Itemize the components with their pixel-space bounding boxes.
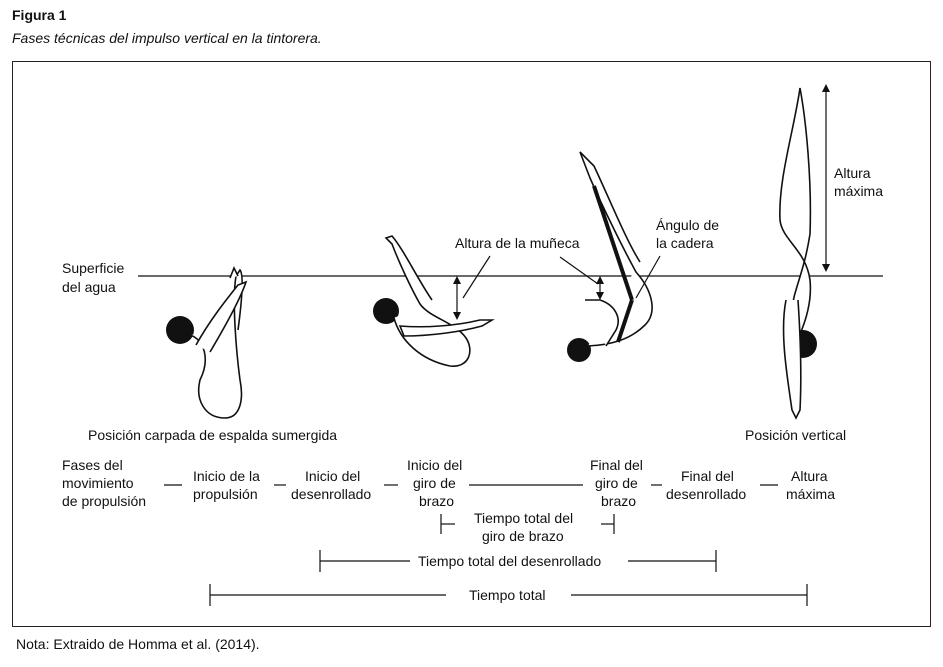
phase-title-2: movimiento	[62, 475, 134, 491]
timespan-unroll: Tiempo total del desenrollado	[319, 550, 717, 572]
max-height-annotation: Altura máxima	[822, 84, 883, 272]
figure-frame	[12, 61, 931, 627]
swimmer-figure-vertical	[779, 87, 817, 420]
wrist-height-label: Altura de la muñeca	[455, 235, 580, 251]
figure-caption: Fases técnicas del impulso vertical en l…	[12, 30, 322, 46]
figure-label: Figura 1	[12, 7, 67, 23]
hip-angle-annotation: Ángulo de la cadera	[559, 217, 719, 300]
total-time-label: Tiempo total	[469, 587, 546, 603]
phase-3-line-2: giro de	[413, 475, 456, 491]
phase-5-line-1: Final del	[681, 468, 734, 484]
max-height-label-1: Altura	[834, 165, 871, 181]
water-surface-label-1: Superficie	[62, 260, 124, 276]
swimmer-figure-arm-rotation	[567, 151, 653, 362]
swimmer-figure-pike	[166, 266, 248, 419]
phase-1-line-1: Inicio de la	[193, 468, 260, 484]
phase-3-line-1: Inicio del	[407, 457, 462, 473]
phase-title-1: Fases del	[62, 457, 123, 473]
phase-labels: Fases del movimiento de propulsión Inici…	[62, 457, 835, 509]
hip-angle-label-2: la cadera	[656, 235, 714, 251]
arm-rotation-time-label-1: Tiempo total del	[474, 510, 573, 526]
wrist-height-annotation: Altura de la muñeca	[453, 235, 580, 320]
vertical-position-label: Posición vertical	[745, 427, 846, 443]
figure-note: Nota: Extraido de Homma et al. (2014).	[16, 636, 260, 652]
arm-rotation-time-label-2: giro de brazo	[482, 528, 564, 544]
max-height-label-2: máxima	[834, 183, 883, 199]
phase-1-line-2: propulsión	[193, 486, 258, 502]
phase-2-line-2: desenrollado	[291, 486, 371, 502]
phase-3-line-3: brazo	[419, 493, 454, 509]
phase-6-line-1: Altura	[791, 468, 828, 484]
water-surface-label-2: del agua	[62, 279, 116, 295]
hip-angle-label-1: Ángulo de	[656, 217, 719, 233]
unroll-time-label: Tiempo total del desenrollado	[418, 553, 601, 569]
phase-4-line-2: giro de	[595, 475, 638, 491]
phase-2-line-1: Inicio del	[305, 468, 360, 484]
phase-title-3: de propulsión	[62, 493, 146, 509]
phase-4-line-1: Final del	[590, 457, 643, 473]
phase-6-line-2: máxima	[786, 486, 835, 502]
phase-5-line-2: desenrollado	[666, 486, 746, 502]
timespan-arm-rotation: Tiempo total del giro de brazo	[440, 510, 615, 544]
timespan-total: Tiempo total	[209, 584, 808, 606]
phase-4-line-3: brazo	[601, 493, 636, 509]
pike-position-label: Posición carpada de espalda sumergida	[88, 427, 337, 443]
swimmer-figure-unroll	[373, 235, 495, 367]
